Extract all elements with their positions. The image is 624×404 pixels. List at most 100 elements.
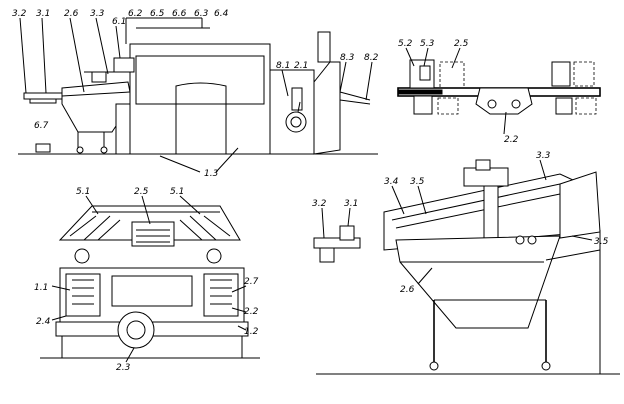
label-6-6: 6.6 [172,9,187,19]
detail-wheel [429,361,439,371]
plan-wheel [487,99,497,109]
left-spring-lines [72,279,94,305]
label-2-6: 2.6 [64,9,79,19]
label-2-3: 2.3 [116,363,131,373]
hopper-edge [61,91,131,97]
gear-housing [111,275,193,307]
infeed-table-base [29,98,57,104]
detail-clamp-3-1 [339,225,355,241]
label-6-4: 6.4 [214,9,229,19]
detail-side-brace [545,249,601,261]
wheel [100,146,108,154]
infeed-table [23,92,63,100]
detail-roller [515,235,525,245]
label-1-2: 1.2 [244,327,259,337]
center-chamber-ribs [136,229,170,243]
detail-infeed-table [313,237,361,249]
label-2-4: 2.4 [36,317,51,327]
housing-window [135,55,265,105]
detail-wheel [541,361,551,371]
plan-block-right-dashed [573,61,595,87]
detail-motor-cap [475,159,491,171]
label-5-3: 5.3 [420,39,435,49]
left-spring-pack [65,273,101,317]
plan-block-low-dashed [437,97,459,115]
motor-8-1 [291,87,303,111]
side-view-machine: 3.2 3.1 2.6 3.3 6.1 6.2 6.5 6.6 6.3 6.4 … [12,9,379,179]
left-cutter-arms [69,215,121,241]
label-3-5-right: 3.5 [594,237,609,247]
drive-section [269,69,315,155]
leader-lines [321,159,593,285]
label-3-1: 3.1 [36,9,50,19]
label-3-5-top: 3.5 [410,177,425,187]
plan-conveyor-dark [397,89,443,95]
label-3-3: 3.3 [90,9,105,19]
label-5-2: 5.2 [398,39,413,49]
detail-motor-head [463,167,509,187]
label-6-2: 6.2 [128,9,143,19]
label-8-3: 8.3 [340,53,355,63]
label-3-4: 3.4 [384,177,399,187]
label-2-6: 2.6 [400,285,415,295]
label-3-2: 3.2 [312,199,327,209]
detail-belt-bottom [395,193,561,229]
plan-central-unit [475,87,533,115]
label-2-1: 2.1 [294,61,308,71]
label-1-3: 1.3 [204,169,219,179]
plan-block-low-right [555,97,573,115]
label-1-1: 1.1 [34,283,48,293]
label-2-2: 2.2 [504,135,519,145]
plan-block-right [551,61,571,87]
plan-view: 5.2 5.3 2.5 2.2 [397,39,601,145]
hopper-mount [91,71,107,83]
right-spring-pack [203,273,239,317]
label-3-2: 3.2 [12,9,27,19]
pedal [35,143,51,153]
drive-pulley-hub [290,116,302,128]
label-2-7: 2.7 [244,277,259,287]
plan-block-inner [419,65,431,81]
label-6-7: 6.7 [34,121,49,131]
plan-block-low-right-dashed [575,97,597,115]
outfeed-elevator [313,61,341,155]
drive-wheel-hub [126,320,146,340]
leader-lines [51,195,247,363]
plan-wheel [511,99,521,109]
detail-belt-top [391,183,561,221]
detail-infeed-support [319,247,335,263]
label-5-1-right: 5.1 [170,187,184,197]
plan-block-dashed [439,61,465,89]
label-6-3: 6.3 [194,9,209,19]
control-box [113,57,135,73]
right-cutter-arms [179,215,231,241]
front-frame [61,335,243,359]
label-8-2: 8.2 [364,53,379,63]
detail-side-view: 3.4 3.5 3.3 3.2 3.1 3.5 2.6 [312,151,620,375]
detail-right-guard [559,171,601,239]
left-roller [74,248,90,264]
label-6-5: 6.5 [150,9,165,19]
label-5-1-left: 5.1 [76,187,90,197]
label-6-1: 6.1 [112,17,126,27]
label-3-1: 3.1 [344,199,358,209]
leader-lines [19,17,373,173]
detail-roller [527,235,537,245]
label-2-5: 2.5 [454,39,469,49]
right-roller [206,248,222,264]
outfeed-chute-8-2 [339,91,371,105]
elevator-head [317,31,331,63]
leader-lines [405,47,507,135]
label-3-3: 3.3 [536,151,551,161]
plan-block-low-left [413,95,433,115]
housing-door [175,103,227,155]
front-view: 5.1 2.5 5.1 1.1 2.7 2.2 2.4 1.2 2.3 [34,187,260,373]
right-spring-lines [210,279,232,305]
wheel [76,146,84,154]
label-2-2: 2.2 [244,307,259,317]
housing-arch [175,82,227,104]
label-2-5: 2.5 [134,187,149,197]
label-8-1: 8.1 [276,61,290,71]
